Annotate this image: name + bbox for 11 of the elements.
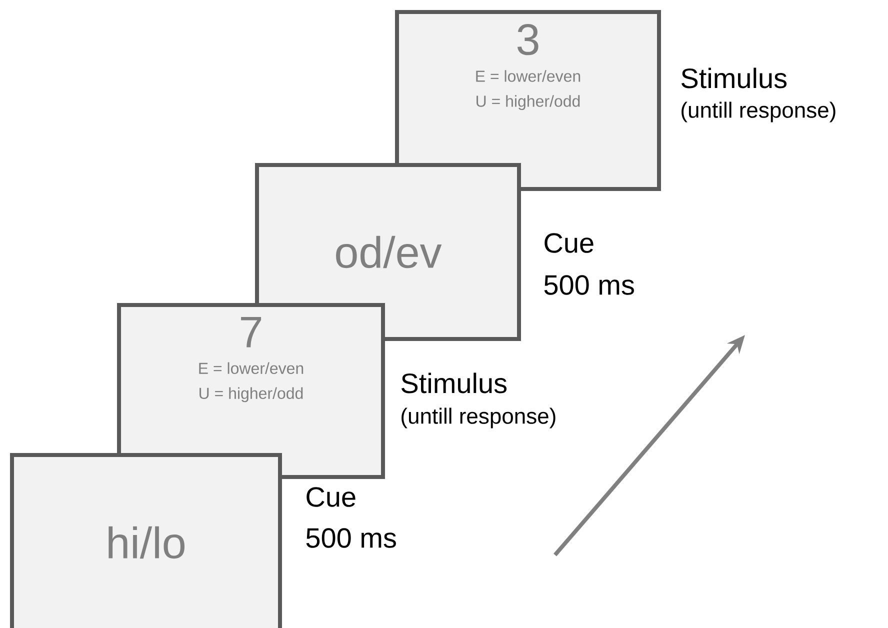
phase-label: Stimulus bbox=[401, 372, 507, 394]
duration-label: 500 ms bbox=[544, 275, 634, 295]
stimulus-box: 3 E = lower/even U = higher/odd bbox=[395, 10, 661, 191]
duration-label: (untill response) bbox=[402, 408, 556, 428]
stimulus-box: 7 E = lower/even U = higher/odd bbox=[117, 302, 385, 479]
phase-label: Stimulus bbox=[681, 68, 787, 88]
duration-label: 500 ms bbox=[306, 528, 396, 548]
phase-label: Cue bbox=[544, 233, 594, 253]
phase-label: Cue bbox=[306, 487, 356, 507]
cue-box: hi/lo bbox=[10, 452, 282, 628]
duration-label: (untill response) bbox=[682, 102, 836, 122]
